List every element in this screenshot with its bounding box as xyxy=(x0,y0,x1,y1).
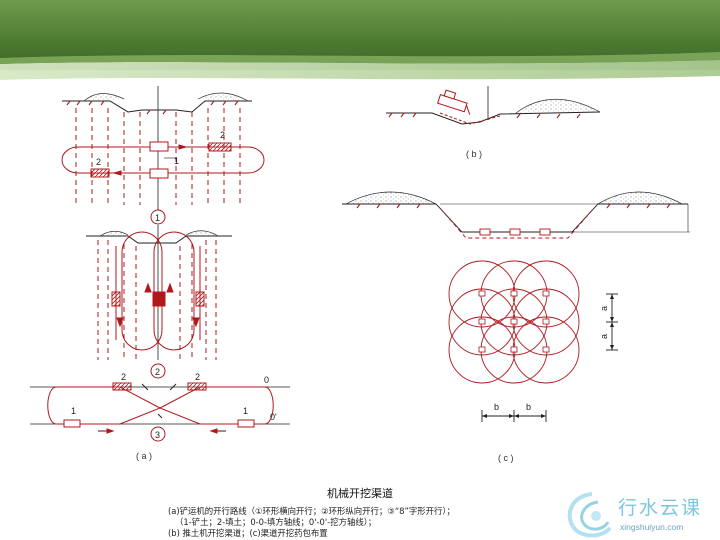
label-machine-2-a3-left: 2 xyxy=(121,372,126,382)
label-dim-a-bottom: a xyxy=(599,334,609,339)
diagram-a-2 xyxy=(86,225,232,360)
label-b: ( b ) xyxy=(466,149,482,159)
label-machine-1: 1 xyxy=(174,156,179,166)
figure-title: 机械开挖渠道 xyxy=(327,487,393,500)
label-dim-b-left: b xyxy=(494,402,499,412)
label-a: ( a ) xyxy=(136,451,152,461)
label-dim-b-right: b xyxy=(526,402,531,412)
label-machine-2-left: 2 xyxy=(96,157,101,167)
logo-name: 行水云课 xyxy=(618,497,703,519)
logo-mark-icon xyxy=(567,492,612,538)
excavation-diagram: 2 2 1 1 2 xyxy=(30,86,690,463)
label-dim-a-top: a xyxy=(599,306,609,311)
caption-line-1: (a)铲运机的开行路线（①环形横向开行；②环形纵向开行；③“8”字形开行）； xyxy=(168,506,455,516)
caption-line-3: (b) 推土机开挖渠道；(c)渠道开挖药包布置 xyxy=(168,528,328,538)
diagram-c-profile xyxy=(342,191,690,239)
diagram-a-3 xyxy=(30,382,290,434)
label-machine-2-a3-right: 2 xyxy=(195,372,200,382)
svg-text:2: 2 xyxy=(155,367,160,377)
diagram-a-1 xyxy=(61,86,265,210)
header-banner xyxy=(0,0,720,80)
label-axis-0-prime: 0' xyxy=(270,412,277,422)
label-c: ( c ) xyxy=(498,453,514,463)
circle-marker-1: 1 xyxy=(150,209,166,225)
diagram-c-charge-layout xyxy=(448,260,618,422)
label-axis-0: 0 xyxy=(264,375,269,385)
diagram-b xyxy=(386,86,601,125)
label-machine-2-top: 2 xyxy=(220,130,225,140)
logo-url: xingshuiyun.com xyxy=(620,522,684,532)
label-machine-1-a3-left: 1 xyxy=(71,406,76,416)
circle-marker-3: 3 xyxy=(150,426,166,442)
svg-text:1: 1 xyxy=(155,213,160,223)
caption-line-2: （1-铲土；2-填土；0-0-填方轴线；0'-0'-挖方轴线）； xyxy=(175,517,377,527)
label-machine-1-a3-right: 1 xyxy=(243,406,248,416)
circle-marker-2: 2 xyxy=(150,363,166,379)
svg-text:3: 3 xyxy=(155,430,160,440)
